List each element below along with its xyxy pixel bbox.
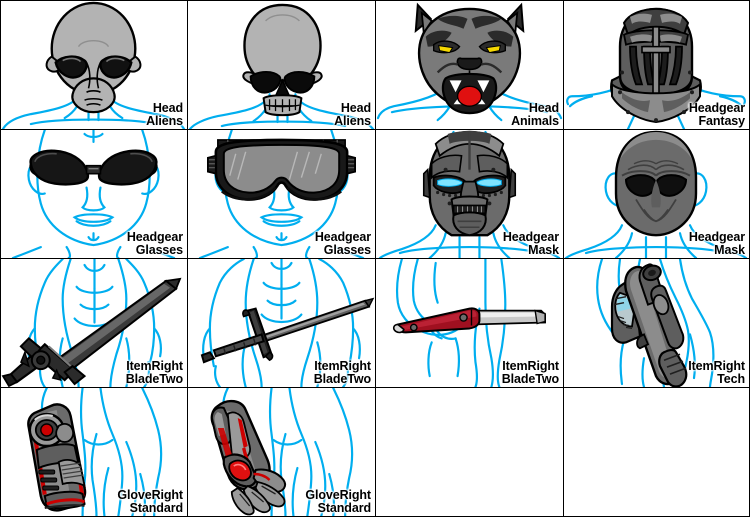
part-label: Head Aliens bbox=[146, 101, 183, 128]
wolf-head-art bbox=[376, 1, 563, 129]
part-cell-empty-2[interactable] bbox=[564, 388, 749, 516]
ski-goggles-art bbox=[188, 130, 375, 258]
part-cell-head-aliens-2[interactable]: Head Aliens bbox=[188, 1, 376, 130]
part-cell-itemright-tech[interactable]: ItemRight Tech bbox=[564, 259, 749, 388]
part-label: Headgear Fantasy bbox=[688, 101, 745, 128]
knight-helm-art bbox=[564, 1, 749, 129]
part-label: Headgear Glasses bbox=[314, 230, 371, 257]
smooth-mask-art bbox=[564, 130, 749, 258]
part-cell-gloveright-standard-2[interactable]: GloveRight Standard bbox=[188, 388, 376, 516]
alien-skull-art bbox=[188, 1, 375, 129]
part-label: ItemRight BladeTwo bbox=[125, 359, 183, 386]
part-label: GloveRight Standard bbox=[305, 488, 371, 515]
robotic-gauntlet-art bbox=[188, 388, 375, 516]
part-cell-head-aliens-1[interactable]: Head Aliens bbox=[1, 1, 188, 130]
part-cell-headgear-fantasy[interactable]: Headgear Fantasy bbox=[564, 1, 749, 130]
part-label: Head Animals bbox=[511, 101, 559, 128]
part-cell-itemright-bladetwo-1[interactable]: ItemRight BladeTwo bbox=[1, 259, 188, 388]
fantasy-greatsword-art bbox=[1, 259, 187, 387]
part-label: ItemRight BladeTwo bbox=[313, 359, 371, 386]
mech-mask-art bbox=[376, 130, 563, 258]
part-cell-itemright-bladetwo-2[interactable]: ItemRight BladeTwo bbox=[188, 259, 376, 388]
sci-fi-pistol-art bbox=[564, 259, 749, 387]
part-cell-gloveright-standard-1[interactable]: GloveRight Standard bbox=[1, 388, 188, 516]
part-cell-empty-1[interactable] bbox=[376, 388, 564, 516]
pocket-knife-art bbox=[376, 259, 563, 387]
alien-head-grey-art bbox=[1, 1, 187, 129]
part-cell-itemright-bladetwo-3[interactable]: ItemRight BladeTwo bbox=[376, 259, 564, 388]
part-cell-headgear-mask-2[interactable]: Headgear Mask bbox=[564, 130, 749, 259]
part-cell-head-animals[interactable]: Head Animals bbox=[376, 1, 564, 130]
part-label: GloveRight Standard bbox=[117, 488, 183, 515]
longsword-art bbox=[188, 259, 375, 387]
sunglasses-art bbox=[1, 130, 187, 258]
part-label: ItemRight Tech bbox=[688, 359, 745, 386]
part-label: Headgear Mask bbox=[502, 230, 559, 257]
part-cell-headgear-glasses-2[interactable]: Headgear Glasses bbox=[188, 130, 376, 259]
part-label: Head Aliens bbox=[334, 101, 371, 128]
part-label: ItemRight BladeTwo bbox=[501, 359, 559, 386]
part-cell-headgear-mask-1[interactable]: Headgear Mask bbox=[376, 130, 564, 259]
part-cell-headgear-glasses-1[interactable]: Headgear Glasses bbox=[1, 130, 188, 259]
armored-gauntlet-art bbox=[1, 388, 187, 516]
part-label: Headgear Mask bbox=[688, 230, 745, 257]
part-label: Headgear Glasses bbox=[126, 230, 183, 257]
